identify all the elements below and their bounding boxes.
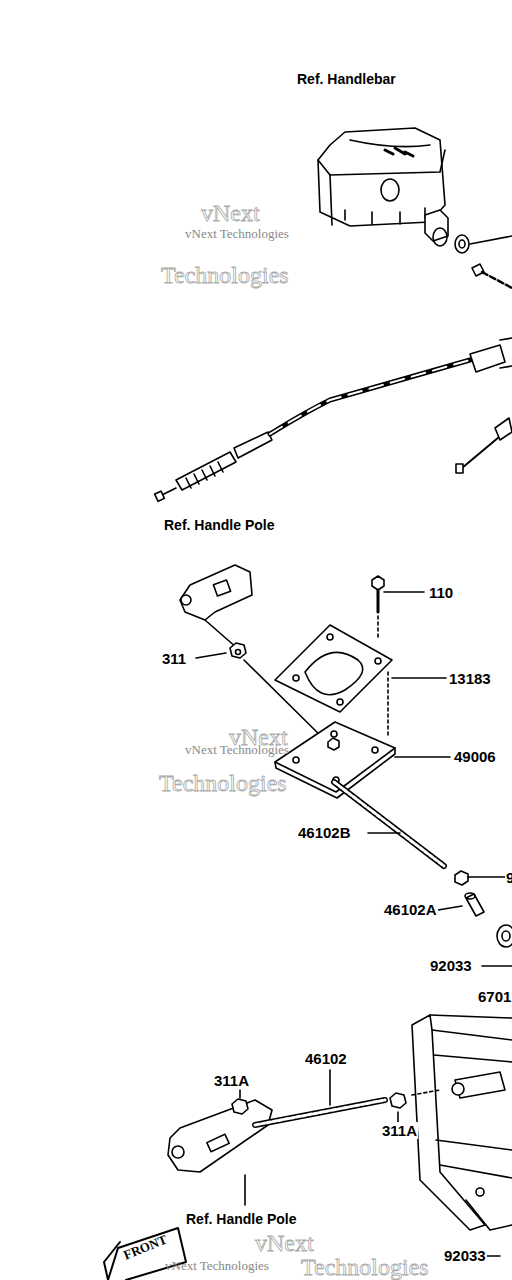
callout-number: 92033	[429, 957, 473, 974]
callout-number: 9	[505, 869, 512, 886]
watermark: vNext	[200, 200, 261, 226]
callout-number: 311A	[213, 1072, 250, 1089]
reference-label: Ref. Handle Pole	[185, 1211, 297, 1228]
reference-label: Ref. Handlebar	[296, 71, 397, 88]
watermark: vNext	[254, 1230, 315, 1256]
handlebar-housing	[318, 128, 448, 246]
nut	[232, 1090, 406, 1123]
callout-number: 49006	[453, 748, 497, 765]
watermark: vNext Technologies	[184, 742, 290, 757]
gasket	[275, 625, 446, 712]
watermark: vNext Technologies	[164, 1258, 270, 1273]
watermark: Technologies	[158, 770, 288, 796]
callout-number: 46102	[304, 1050, 348, 1067]
handle-pole-lever	[168, 1100, 272, 1205]
watermark: vNext Technologies	[184, 226, 290, 241]
callout-number: 92033	[443, 1247, 487, 1264]
threaded-rod	[334, 782, 512, 966]
callout-number: 6701	[477, 988, 512, 1005]
watermark: Technologies	[160, 262, 290, 288]
frame-bracket	[412, 1015, 512, 1256]
callout-number: 110	[428, 584, 454, 601]
callout-number: 13183	[448, 670, 492, 687]
callout-number: 311A	[381, 1122, 418, 1139]
watermark: Technologies	[300, 1254, 430, 1280]
handle-pole-lever	[180, 565, 252, 648]
callout-number: 311	[161, 650, 187, 667]
reference-label: Ref. Handle Pole	[163, 517, 275, 534]
control-cable	[155, 338, 512, 501]
callout-number: 46102B	[297, 824, 352, 841]
callout-number: 46102A	[383, 901, 438, 918]
threaded-rod	[255, 1070, 440, 1125]
plate	[275, 722, 450, 798]
washer-bolt	[455, 235, 512, 288]
